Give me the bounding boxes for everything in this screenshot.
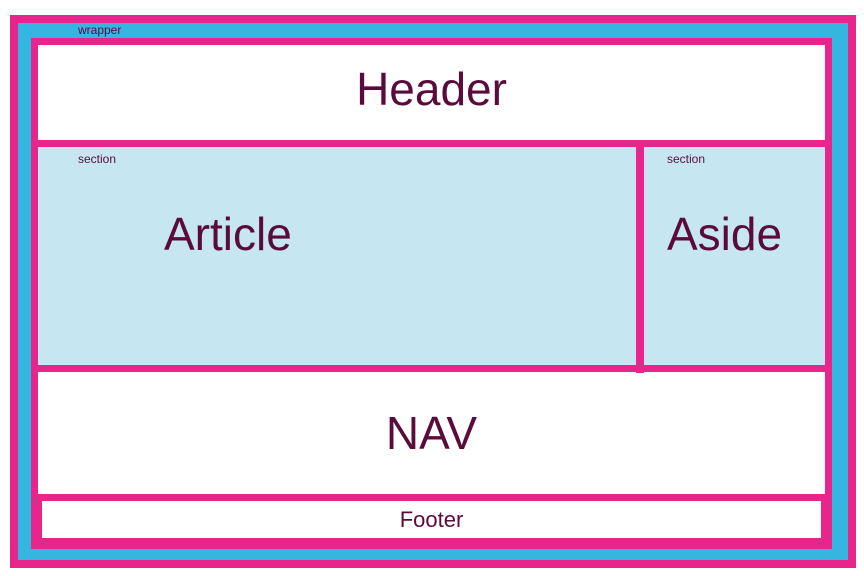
aside-title: Aside: [667, 208, 783, 260]
nav-divider: [38, 494, 825, 501]
footer-region: Footer: [42, 501, 821, 538]
header-title: Header: [356, 62, 507, 115]
aside-section-label: section: [667, 152, 706, 166]
footer-title: Footer: [399, 506, 464, 532]
article-title: Article: [164, 208, 292, 260]
wrapper-label: wrapper: [78, 23, 122, 37]
nav-title: NAV: [385, 407, 478, 459]
article-section-label: section: [78, 152, 117, 166]
aside-region: Aside: [644, 147, 825, 365]
footer-box: [38, 501, 825, 542]
article-region: Article: [38, 147, 636, 365]
header-region: Header: [38, 45, 825, 140]
article-aside-divider: [636, 147, 644, 373]
nav-region: NAV: [38, 372, 825, 494]
header-divider: [38, 140, 825, 147]
content-divider: [38, 365, 825, 372]
